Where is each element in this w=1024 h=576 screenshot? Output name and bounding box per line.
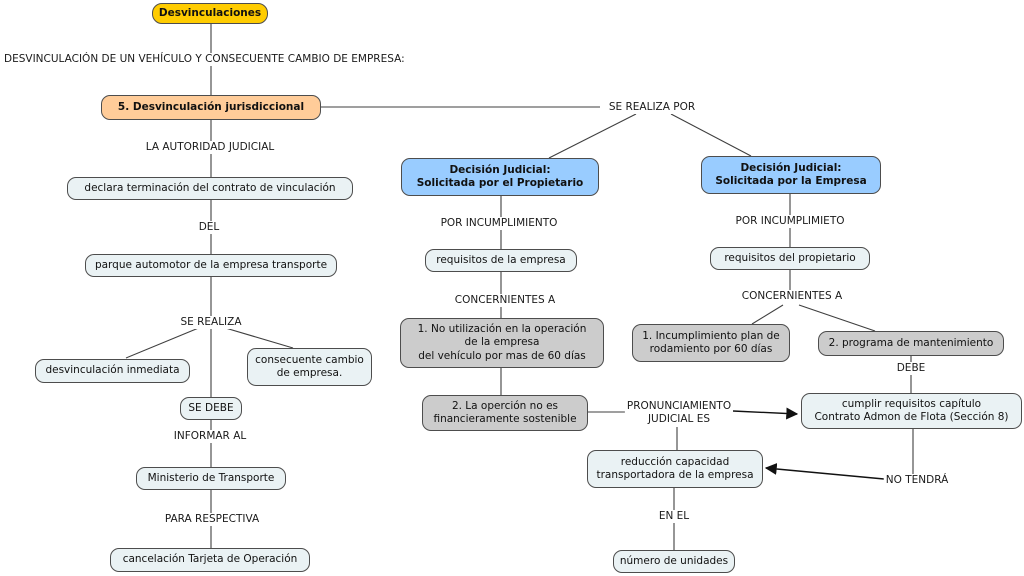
connector-line — [751, 304, 784, 325]
link-label-informar-al[interactable]: INFORMAR AL — [171, 430, 249, 443]
node-desvinculacion-jurisdiccional[interactable]: 5. Desvinculación jurisdiccional — [101, 95, 321, 120]
link-label-no-tendra[interactable]: NO TENDRÁ — [883, 474, 951, 487]
link-label-en-el[interactable]: EN EL — [656, 510, 692, 523]
node-no-utilizacion-vehiculo[interactable]: 1. No utilización en la operación de la … — [400, 318, 604, 368]
node-ministerio-transporte[interactable]: Ministerio de Transporte — [136, 467, 286, 490]
node-decision-judicial-propietario[interactable]: Decisión Judicial: Solicitada por el Pro… — [401, 158, 599, 196]
connector-line — [221, 326, 294, 349]
link-label-por-incumplimiento[interactable]: POR INCUMPLIMIENTO — [438, 217, 560, 230]
link-label-por-incumplimieto[interactable]: POR INCUMPLIMIETO — [733, 215, 847, 228]
link-label-concernientes-a-1[interactable]: CONCERNIENTES A — [452, 294, 558, 307]
link-label-debe[interactable]: DEBE — [894, 362, 928, 375]
link-label-pronunciamiento-judicial[interactable]: PRONUNCIAMIENTO JUDICIAL ES — [624, 400, 734, 426]
connector-line — [732, 407, 799, 420]
connector-line — [125, 326, 202, 359]
node-desvinculaciones[interactable]: Desvinculaciones — [152, 3, 268, 24]
node-opercion-no-sostenible[interactable]: 2. La operción no es financieramente sos… — [422, 395, 588, 431]
node-desvinculacion-inmediata[interactable]: desvinculación inmediata — [35, 359, 190, 383]
node-cancelacion-tarjeta[interactable]: cancelación Tarjeta de Operación — [110, 548, 310, 572]
node-incumplimiento-plan-rodamiento[interactable]: 1. Incumplimiento plan de rodamiento por… — [632, 324, 790, 362]
node-decision-judicial-empresa[interactable]: Decisión Judicial: Solicitada por la Emp… — [701, 156, 881, 194]
node-requisitos-empresa[interactable]: requisitos de la empresa — [425, 249, 577, 272]
link-label-para-respectiva[interactable]: PARA RESPECTIVA — [162, 513, 262, 526]
connector-line — [764, 463, 885, 480]
node-reduccion-capacidad[interactable]: reducción capacidad transportadora de la… — [587, 450, 763, 488]
link-label-se-realiza[interactable]: SE REALIZA — [178, 316, 244, 329]
link-label-intro[interactable]: DESVINCULACIÓN DE UN VEHÍCULO Y CONSECUE… — [2, 53, 407, 66]
node-cumplir-requisitos-capitulo[interactable]: cumplir requisitos capítulo Contrato Adm… — [801, 393, 1022, 429]
link-label-la-autoridad-judicial[interactable]: LA AUTORIDAD JUDICIAL — [143, 141, 277, 154]
node-requisitos-propietario[interactable]: requisitos del propietario — [710, 247, 870, 270]
connector-line — [548, 113, 637, 159]
link-label-se-realiza-por[interactable]: SE REALIZA POR — [606, 101, 698, 114]
link-label-del[interactable]: DEL — [196, 221, 222, 234]
connector-line — [798, 304, 876, 332]
node-se-debe[interactable]: SE DEBE — [180, 397, 242, 420]
connector-line — [670, 113, 752, 157]
node-numero-unidades[interactable]: número de unidades — [613, 550, 735, 573]
link-label-concernientes-a-2[interactable]: CONCERNIENTES A — [739, 290, 845, 303]
node-consecuente-cambio[interactable]: consecuente cambio de empresa. — [247, 348, 372, 386]
node-declara-terminacion[interactable]: declara terminación del contrato de vinc… — [67, 177, 353, 200]
node-parque-automotor[interactable]: parque automotor de la empresa transport… — [85, 254, 337, 277]
node-programa-mantenimiento[interactable]: 2. programa de mantenimiento — [818, 331, 1004, 356]
